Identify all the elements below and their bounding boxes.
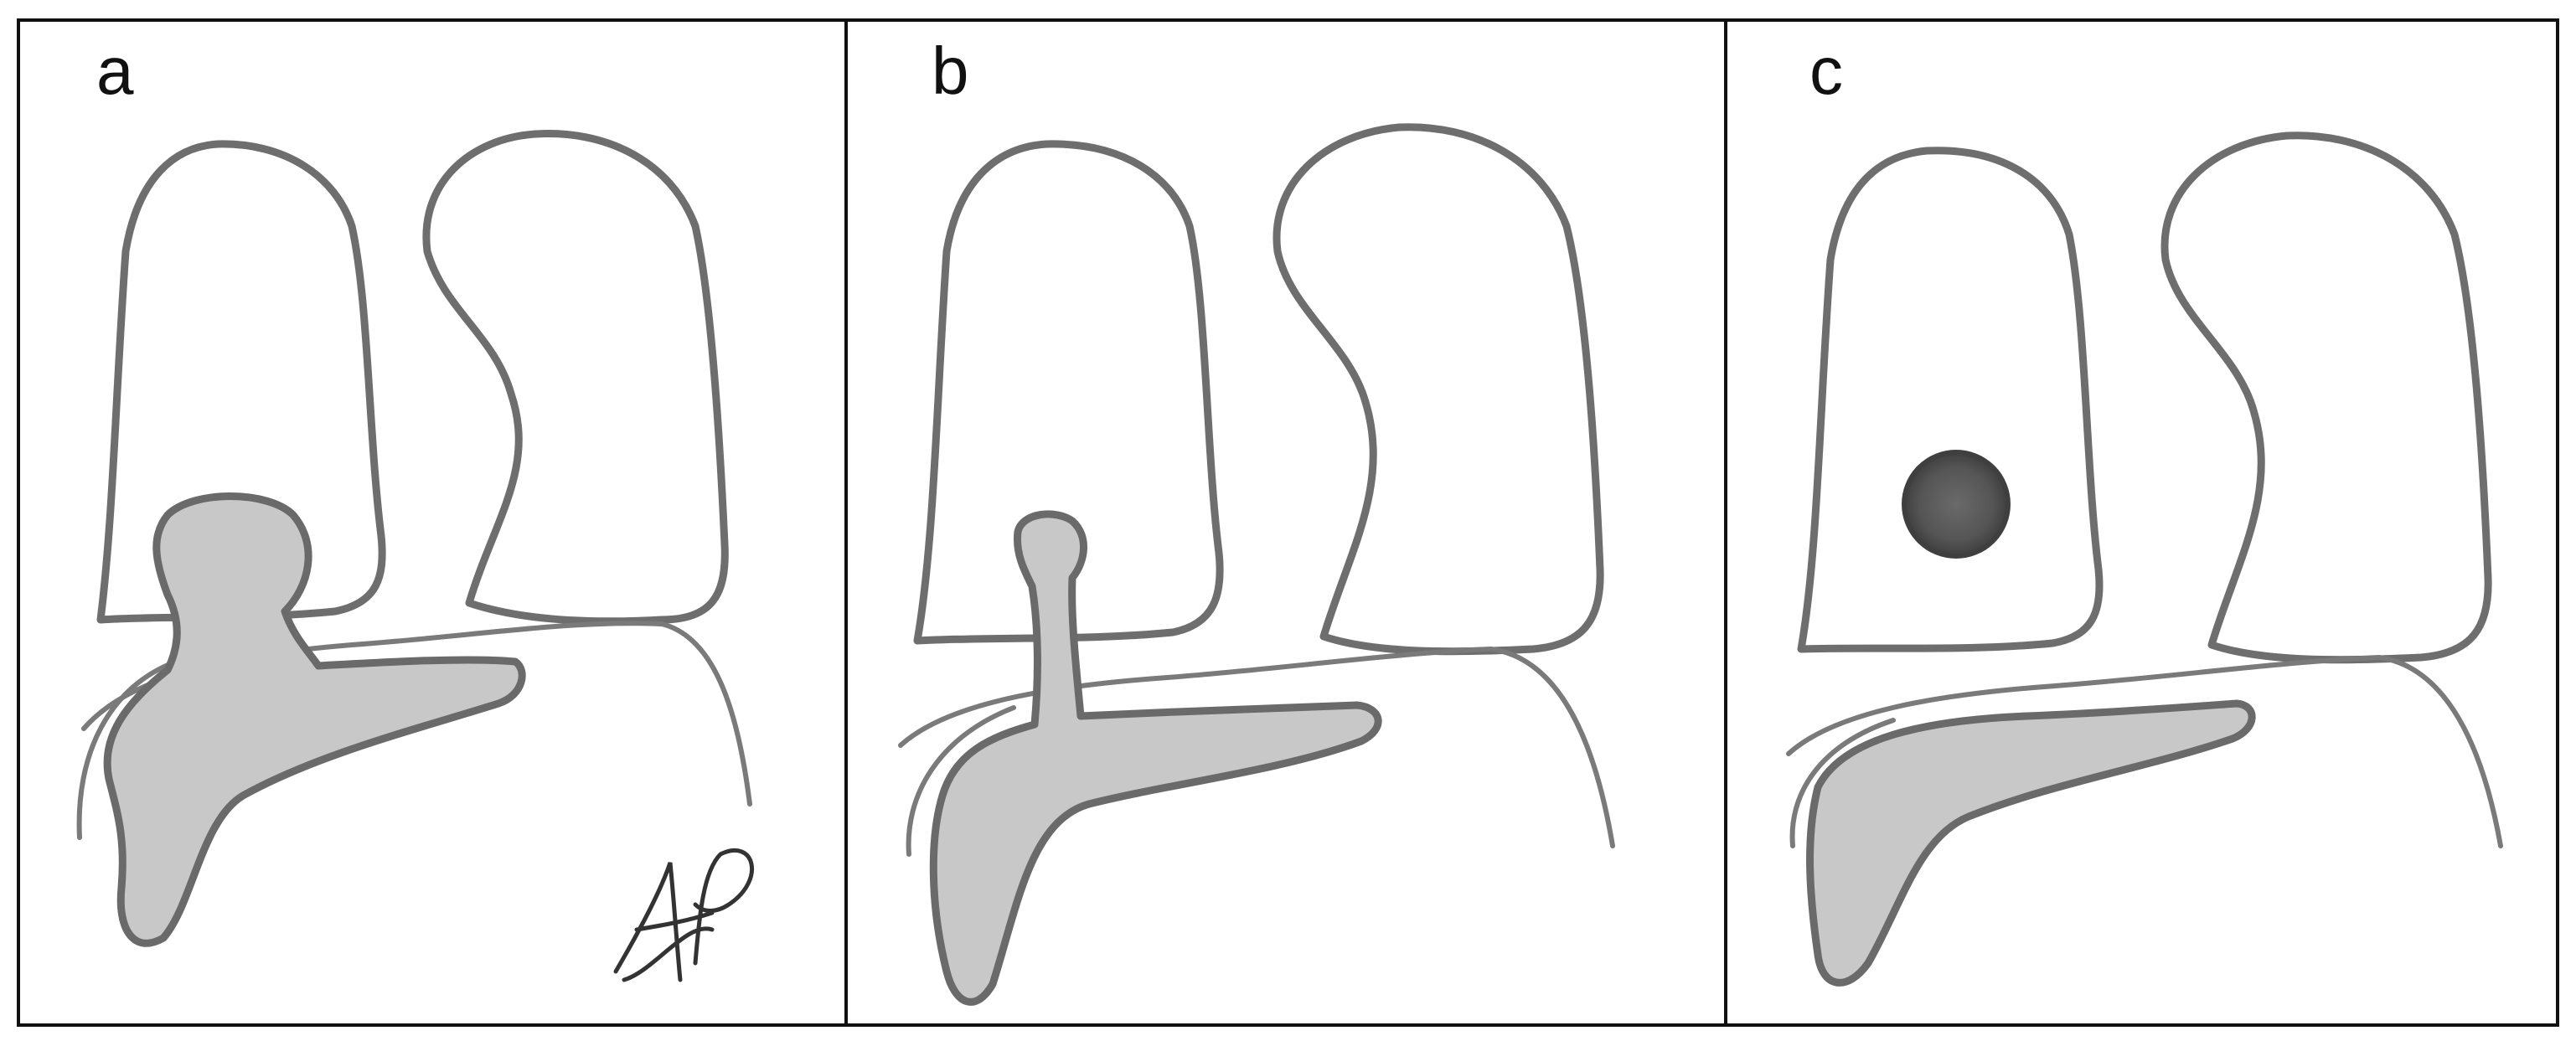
panel-b: b bbox=[844, 18, 1727, 1027]
panel-a-right-lung bbox=[96, 140, 386, 624]
panel-c-label: c bbox=[1809, 33, 1843, 108]
panel-c-liver bbox=[1806, 699, 2256, 987]
panel-b-left-lung bbox=[1273, 123, 1604, 656]
panel-a-label: a bbox=[96, 33, 134, 108]
panel-b-diaphragm bbox=[898, 646, 1615, 848]
panel-a-signature bbox=[613, 848, 754, 982]
panel-c: c bbox=[1724, 18, 2559, 1027]
panel-c-frame bbox=[1724, 18, 2559, 1027]
panel-a-liver-hernia bbox=[103, 492, 526, 947]
panel-c-left-lung bbox=[2160, 131, 2492, 664]
panel-c-nodule bbox=[1902, 450, 2011, 559]
panel-b-diaphragm-inner bbox=[906, 705, 1016, 857]
panel-c-right-lung bbox=[1797, 147, 2104, 653]
panel-b-right-lung bbox=[913, 140, 1224, 645]
panel-b-label: b bbox=[932, 33, 969, 108]
panel-c-diaphragm bbox=[1786, 654, 2503, 848]
panel-c-diaphragm-inner bbox=[1789, 718, 1896, 848]
panel-b-liver-hernia bbox=[929, 510, 1382, 1006]
panel-a: a bbox=[17, 18, 848, 1027]
panel-a-left-lung bbox=[422, 130, 729, 626]
panel-a-diaphragm-inner bbox=[76, 659, 178, 840]
